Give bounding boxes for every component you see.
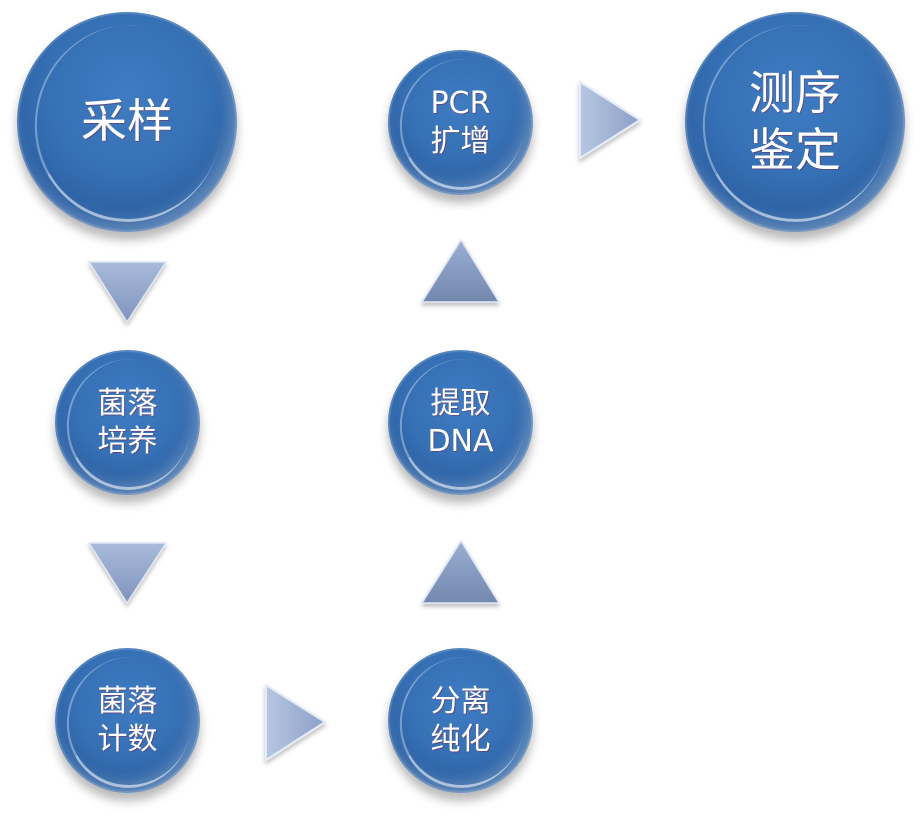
node-label: PCR (430, 86, 491, 121)
arrow-down-icon (87, 261, 168, 324)
node-label: DNA (427, 423, 494, 459)
arrow-down-icon (87, 542, 168, 605)
arrow-right-icon (265, 683, 327, 762)
node-sequencing-identification: 测序 鉴定 (685, 12, 905, 232)
arrow-right-icon (579, 80, 642, 160)
node-sampling: 采样 (17, 12, 237, 232)
node-label: 测序 (749, 65, 841, 120)
node-label: 提取 (430, 386, 491, 421)
node-label: 扩增 (430, 123, 491, 159)
node-colony-culture: 菌落 培养 (55, 350, 200, 495)
arrow-up-icon (420, 238, 501, 303)
node-label: 菌落 (97, 684, 158, 719)
node-isolation-purification: 分离 纯化 (388, 648, 533, 793)
node-label: 分离 (430, 684, 491, 719)
node-label: 培养 (97, 423, 158, 459)
node-dna-extraction: 提取 DNA (388, 350, 533, 495)
node-label: 采样 (81, 94, 173, 149)
arrow-up-icon (420, 539, 501, 604)
node-label: 菌落 (97, 386, 158, 421)
node-label: 计数 (97, 721, 158, 757)
node-colony-count: 菌落 计数 (55, 648, 200, 793)
node-pcr-amplification: PCR 扩增 (388, 50, 533, 195)
node-label: 鉴定 (749, 123, 841, 177)
node-label: 纯化 (430, 721, 491, 757)
